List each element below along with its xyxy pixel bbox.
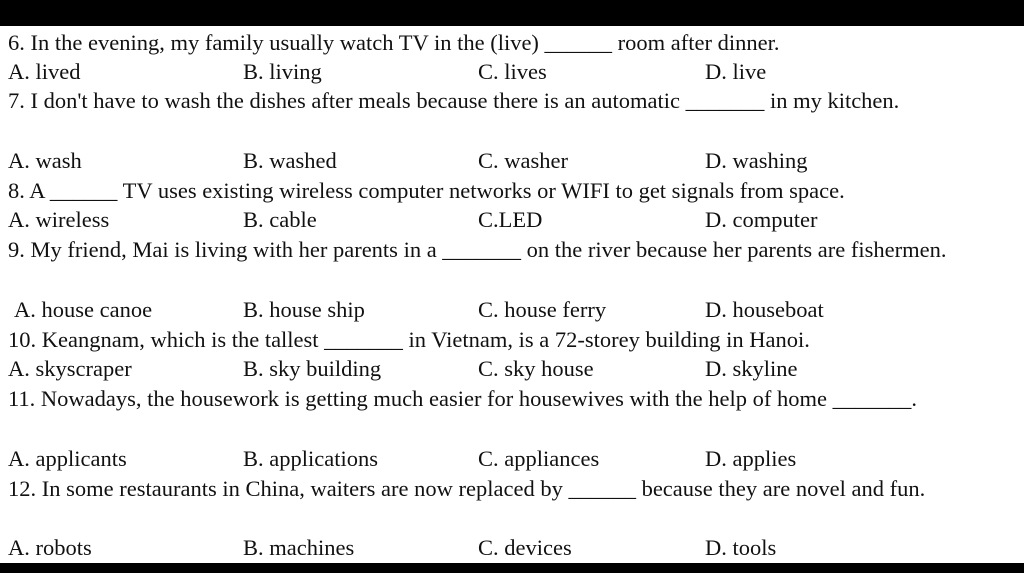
option-d: D. houseboat <box>705 297 824 322</box>
option-b: B. washed <box>243 148 337 173</box>
worksheet-page: 6. In the evening, my family usually wat… <box>0 26 1024 563</box>
option-d: D. live <box>705 59 767 84</box>
question-8-options: A. wireless B. cable C.LED D. computer <box>0 205 1024 235</box>
option-a: A. wash <box>8 148 82 173</box>
question-10-stem: 10. Keangnam, which is the tallest _____… <box>8 327 810 352</box>
question-11-stem: 11. Nowadays, the housework is getting m… <box>8 386 917 411</box>
option-c: C. appliances <box>478 446 600 471</box>
option-b: B. applications <box>243 446 378 471</box>
question-9-stem: 9. My friend, Mai is living with her par… <box>8 237 947 262</box>
option-c: C. sky house <box>478 356 594 381</box>
option-b: B. cable <box>243 207 317 232</box>
question-11-options: A. applicants B. applications C. applian… <box>0 444 1024 474</box>
option-b: B. house ship <box>243 297 365 322</box>
option-d: D. washing <box>705 148 808 173</box>
option-b: B. machines <box>243 535 355 560</box>
question-10-options: A. skyscraper B. sky building C. sky hou… <box>0 354 1024 384</box>
option-c: C. house ferry <box>478 297 607 322</box>
option-a: A. skyscraper <box>8 356 132 381</box>
option-d: D. tools <box>705 535 777 560</box>
option-c: C. lives <box>478 59 547 84</box>
option-a: A. robots <box>8 535 92 560</box>
option-b: B. living <box>243 59 322 84</box>
question-6-stem: 6. In the evening, my family usually wat… <box>8 30 780 55</box>
question-9-options: A. house canoe B. house ship C. house fe… <box>0 295 1024 325</box>
option-d: D. applies <box>705 446 797 471</box>
question-7-options: A. wash B. washed C. washer D. washing <box>0 146 1024 176</box>
question-8-stem: 8. A ______ TV uses existing wireless co… <box>8 178 845 203</box>
option-a: A. lived <box>8 59 81 84</box>
option-a: A. applicants <box>8 446 127 471</box>
question-7-stem: 7. I don't have to wash the dishes after… <box>8 88 900 113</box>
option-d: D. computer <box>705 207 818 232</box>
question-12-stem: 12. In some restaurants in China, waiter… <box>8 476 926 501</box>
option-b: B. sky building <box>243 356 382 381</box>
question-6-options: A. lived B. living C. lives D. live <box>0 57 1024 87</box>
question-12-options: A. robots B. machines C. devices D. tool… <box>0 533 1024 563</box>
option-a: A. house canoe <box>14 297 153 322</box>
option-a: A. wireless <box>8 207 110 232</box>
option-c: C. washer <box>478 148 568 173</box>
option-d: D. skyline <box>705 356 798 381</box>
option-c: C.LED <box>478 207 543 232</box>
option-c: C. devices <box>478 535 572 560</box>
